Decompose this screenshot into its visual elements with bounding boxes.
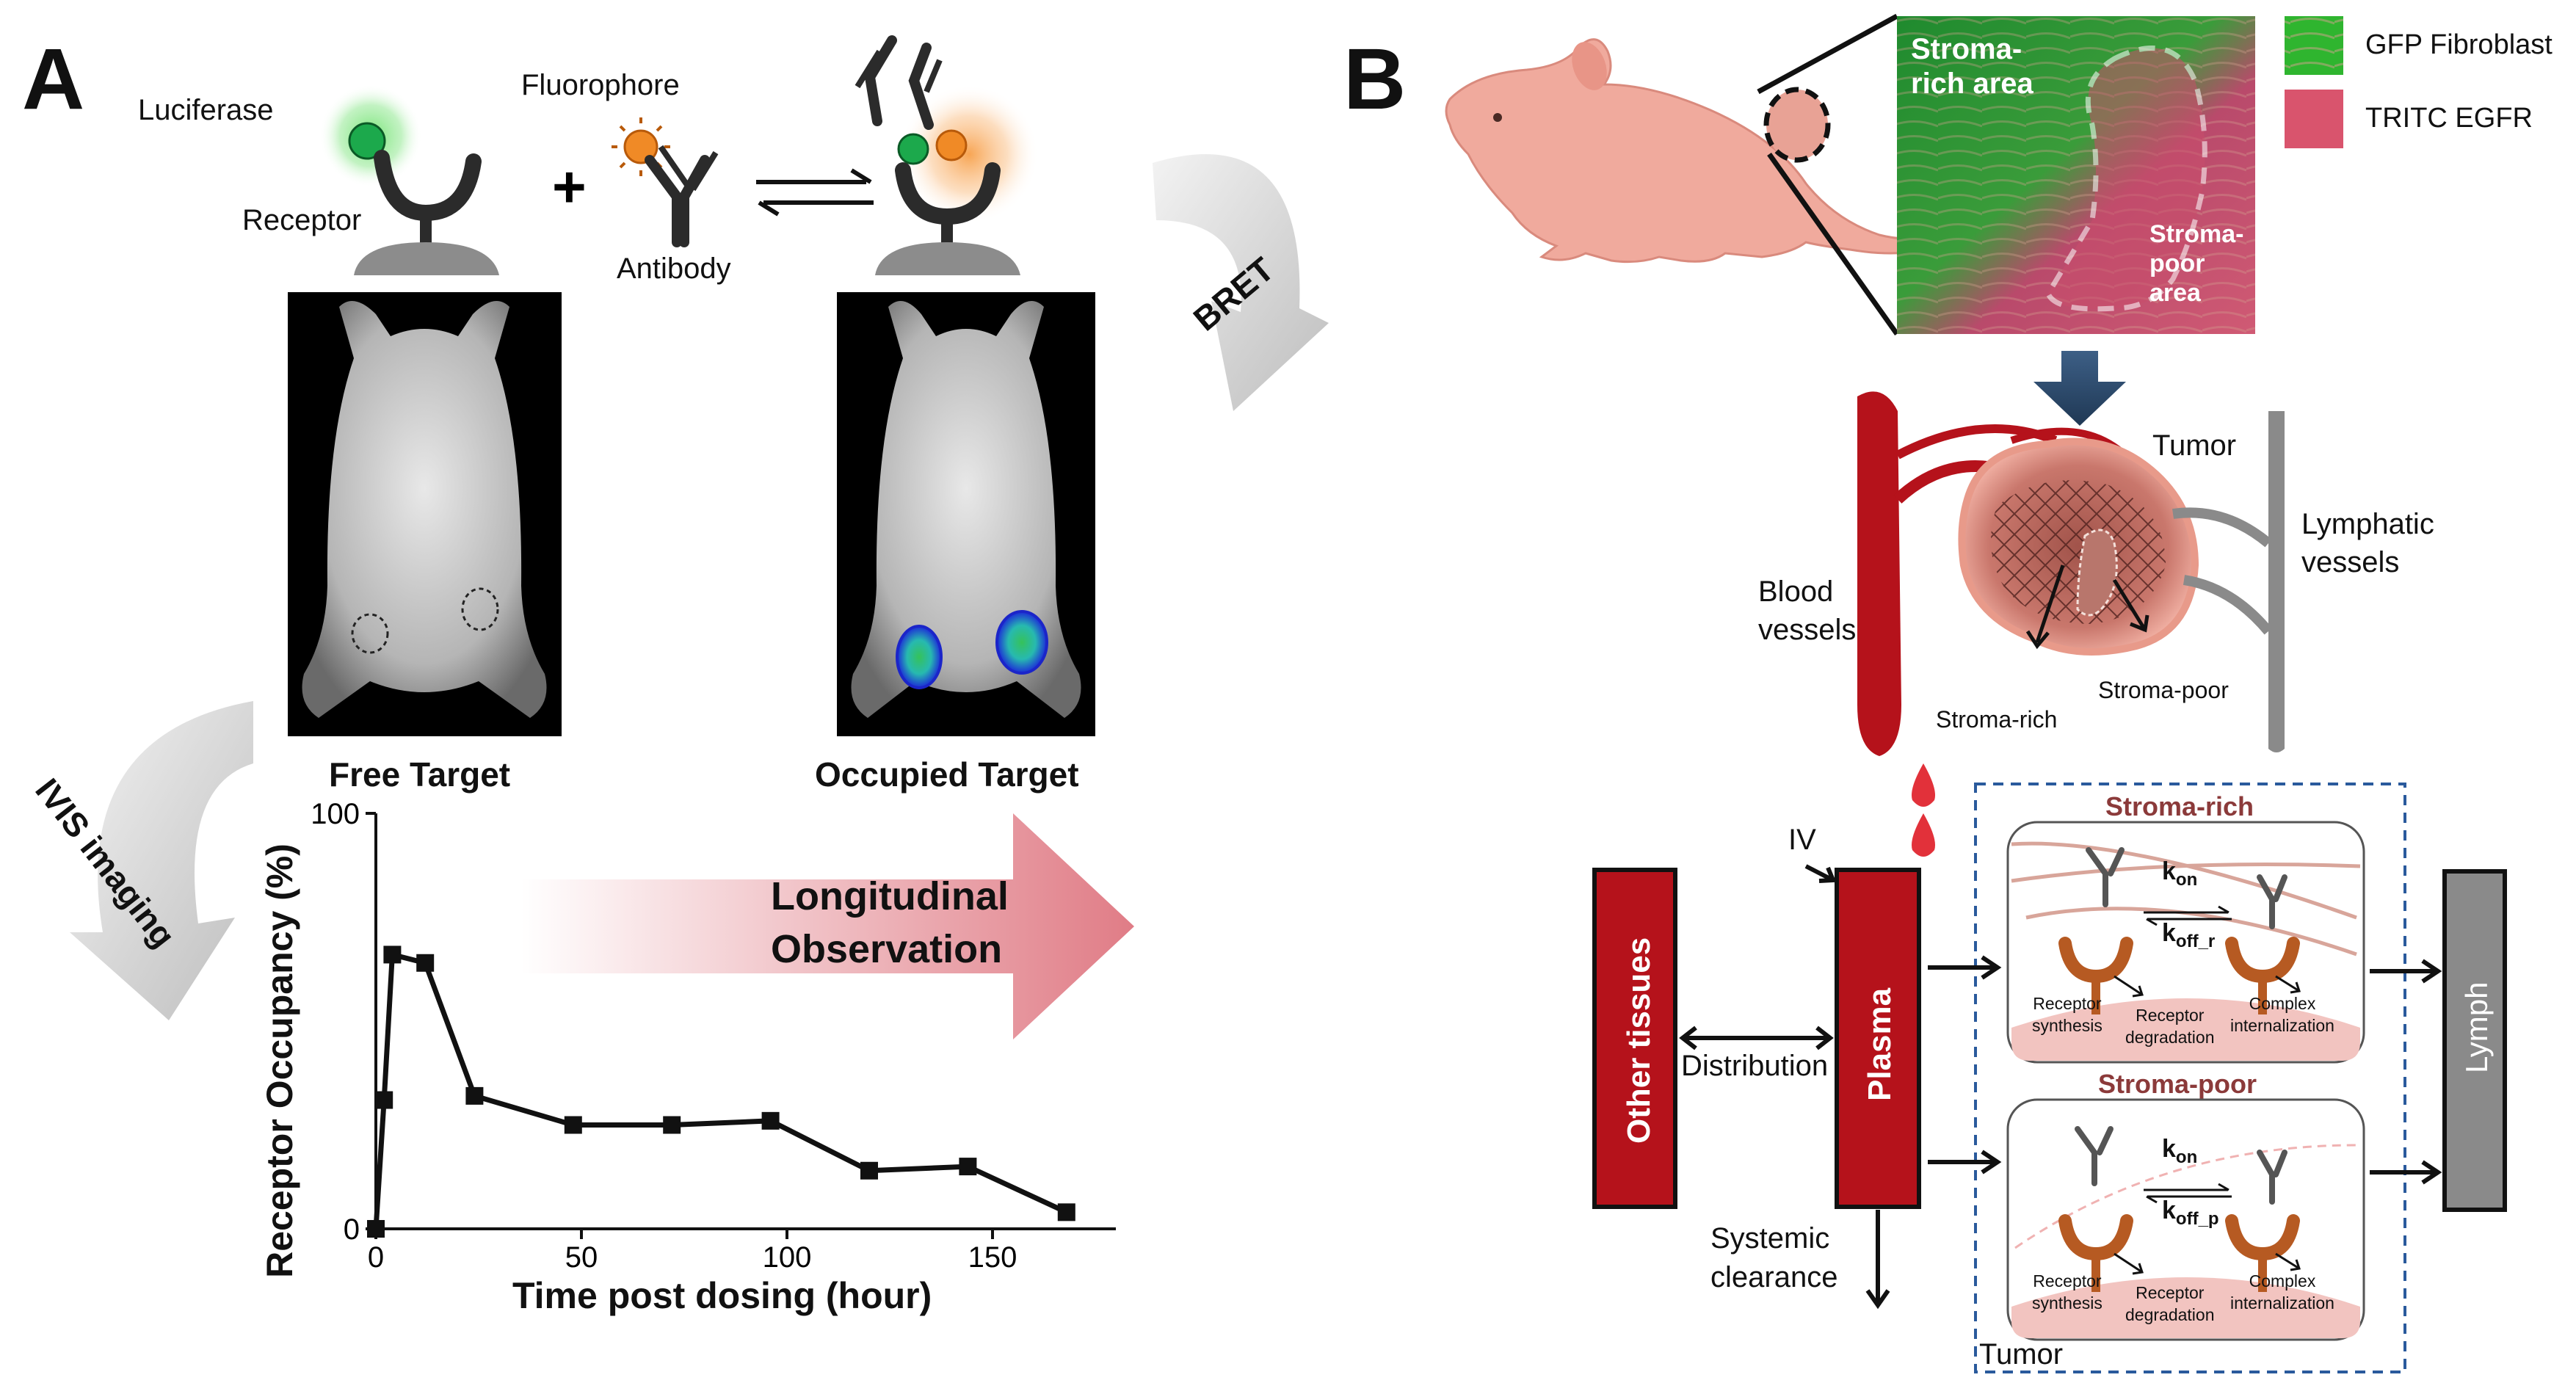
antibody-label: Antibody: [617, 253, 731, 285]
fluorophore-label: Fluorophore: [521, 69, 680, 101]
tumor-label: Tumor: [2152, 429, 2237, 462]
lymphatic-label-2: vessels: [2301, 546, 2400, 578]
longitudinal-text-line1: Longitudinal: [771, 874, 1009, 918]
receptor-luciferase-icon: [319, 84, 499, 275]
tumor-highlight-circle: [1763, 87, 1831, 163]
koff-rich: koff_r: [2162, 919, 2216, 951]
micro-stroma-rich-1: Stroma-: [1911, 33, 2022, 65]
systemic-label-1: Systemic: [1710, 1222, 1830, 1255]
equilibrium-arrows-icon: [756, 168, 874, 217]
tumor-box-label: Tumor: [1979, 1338, 2064, 1371]
x-tick-label: 0: [368, 1241, 384, 1274]
occupied-target-photo: [837, 292, 1095, 736]
mouse-illustration-icon: [1445, 38, 1925, 264]
data-point: [761, 1111, 780, 1130]
chart-xlabel: Time post dosing (hour): [512, 1275, 932, 1316]
systemic-label-2: clearance: [1710, 1261, 1838, 1293]
micro-stroma-poor-1: Stroma-: [2149, 220, 2244, 248]
legend-swatch-tritc: [2285, 90, 2343, 148]
kon-poor: kon: [2162, 1135, 2198, 1167]
panel-a-letter: A: [22, 31, 85, 128]
micro-stroma-poor-2: poor: [2149, 250, 2205, 277]
antibody-icons: [2075, 847, 2287, 1205]
data-point: [860, 1161, 878, 1180]
data-point: [663, 1116, 681, 1134]
y-tick-label: 100: [311, 798, 360, 830]
stroma-poor-pointer-label: Stroma-poor: [2098, 677, 2229, 703]
luciferase-label: Luciferase: [138, 94, 274, 126]
other-tissues-box: [1592, 868, 1677, 1209]
receptor-label: Receptor: [242, 204, 362, 236]
bret-arrow-icon: [1153, 154, 1329, 411]
koff-poor: koff_p: [2162, 1197, 2219, 1229]
data-point: [959, 1158, 977, 1176]
x-tick-label: 150: [968, 1241, 1017, 1274]
occupied-target-label: Occupied Target: [815, 755, 1079, 794]
lymphatic-vessel-icon: [2172, 411, 2285, 752]
kon-rich: kon: [2162, 857, 2198, 890]
data-point: [383, 945, 402, 964]
distribution-label: Distribution: [1681, 1050, 1829, 1082]
ivis-arrow-icon: [70, 701, 253, 1020]
x-tick-label: 50: [565, 1241, 598, 1274]
plasma-box: [1835, 868, 1921, 1209]
micrograph-image: [1897, 16, 2255, 334]
lymph-label: Lymph: [2459, 981, 2494, 1073]
free-target-label: Free Target: [329, 755, 511, 794]
tumor-illustration-icon: [1958, 438, 2199, 656]
down-arrow-icon: [2033, 351, 2126, 426]
x-tick-label: 100: [763, 1241, 812, 1274]
longitudinal-text-line2: Observation: [771, 927, 1003, 971]
panel-b-letter: B: [1343, 31, 1407, 128]
receptor-icons: [2058, 937, 2300, 1292]
stroma-poor-title: Stroma-poor: [2098, 1069, 2257, 1099]
iv-label: IV: [1788, 824, 1816, 856]
legend-label-tritc: TRITC EGFR: [2365, 103, 2533, 134]
data-point: [367, 1220, 385, 1238]
y-tick-label: 0: [344, 1213, 360, 1246]
lymph-box: [2442, 869, 2507, 1212]
micro-stroma-poor-3: area: [2149, 279, 2201, 307]
tumor-dashed-box: [1974, 783, 2406, 1373]
blood-drop-icon: [1912, 763, 1935, 807]
data-point: [465, 1086, 484, 1105]
data-point: [1057, 1203, 1075, 1221]
data-point: [416, 954, 435, 972]
blood-label-1: Blood: [1758, 576, 1834, 608]
micro-stroma-rich-2: rich area: [1911, 68, 2033, 100]
data-point: [375, 1091, 393, 1109]
other-tissues-label: Other tissues: [1621, 937, 1657, 1144]
lymphatic-label-1: Lymphatic: [2301, 508, 2434, 540]
data-point: [564, 1116, 582, 1134]
stroma-rich-title: Stroma-rich: [2105, 791, 2254, 821]
antibody-fluorophore-icon: [612, 117, 719, 247]
longitudinal-arrow-icon: [521, 813, 1134, 1039]
flow-arrows: [1679, 864, 2442, 1310]
plasma-label: Plasma: [1862, 987, 1898, 1101]
legend-label-gfp: GFP Fibroblast: [2365, 29, 2553, 60]
plus-sign: +: [552, 154, 587, 219]
free-target-photo: [288, 292, 562, 736]
stroma-rich-pointer-label: Stroma-rich: [1936, 706, 2058, 733]
blood-label-2: vessels: [1758, 614, 1857, 646]
receptor-antibody-complex-icon: [855, 35, 1039, 275]
blood-drop-icon: [1912, 813, 1935, 857]
